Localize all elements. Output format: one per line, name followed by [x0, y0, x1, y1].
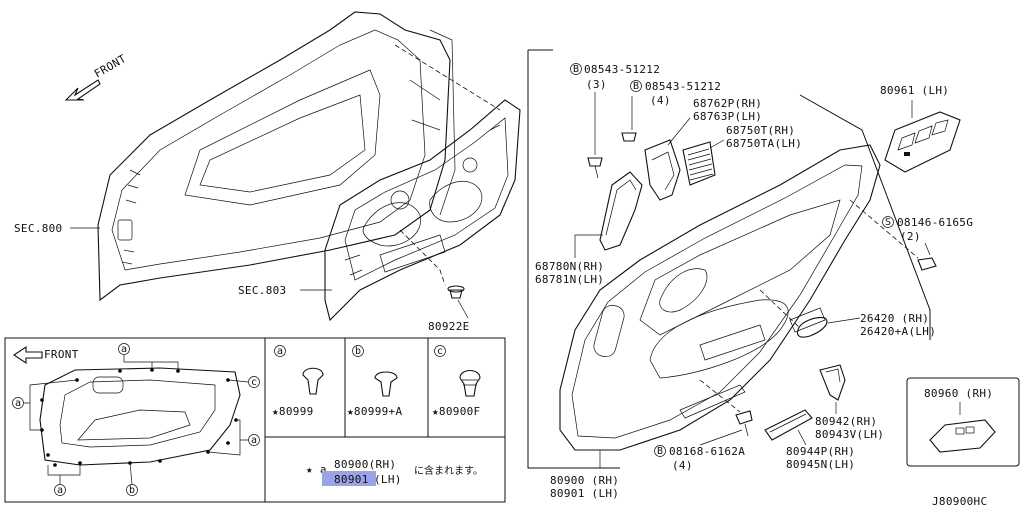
- note-line1: 80900(RH): [334, 458, 396, 471]
- door-trim-80900: [559, 144, 881, 451]
- part-80944P: 80944P(RH): [786, 445, 855, 458]
- switch-80961: [884, 111, 961, 173]
- door-shell: [97, 11, 456, 302]
- part-68780N: 68780N(RH): [535, 260, 604, 273]
- part-08146-qty: (2): [900, 230, 921, 243]
- inset-callouts: a c a a a b: [12, 343, 260, 496]
- screw-08146: [917, 257, 937, 271]
- inset-80960: 80960 (RH): [906, 377, 1020, 467]
- sec-800-label: SEC.800: [14, 222, 62, 235]
- front-label: FRONT: [92, 52, 129, 81]
- clip-b-cell: b ★80999+A: [347, 345, 402, 418]
- svg-text:a: a: [15, 398, 21, 409]
- finisher-80942: [819, 364, 846, 401]
- inset-front-label: FRONT: [44, 348, 79, 361]
- svg-text:a: a: [277, 346, 283, 357]
- grommet-80922E: [447, 285, 465, 299]
- part-80900: 80900 (RH): [550, 474, 619, 487]
- svg-text:a: a: [57, 485, 63, 496]
- note-highlight: [322, 471, 376, 486]
- part-26420: 26420 (RH): [860, 312, 929, 325]
- svg-text:B: B: [633, 81, 639, 92]
- grille-68750T: [682, 141, 716, 186]
- inset-front-arrow: FRONT: [13, 345, 79, 365]
- part-80945N: 80945N(LH): [786, 458, 855, 471]
- part-68763P: 68763P(LH): [693, 110, 762, 123]
- note-line2-highlight: 80901: [334, 473, 369, 486]
- part-08543-a: 08543-51212: [584, 63, 660, 76]
- svg-text:B: B: [657, 446, 663, 457]
- part-68750T: 68750T(RH): [726, 124, 795, 137]
- part-80942: 80942(RH): [815, 415, 877, 428]
- svg-text:b: b: [355, 346, 361, 357]
- sec-803-label: SEC.803: [238, 284, 286, 297]
- svg-text:c: c: [437, 346, 443, 357]
- group-bracket: [527, 49, 931, 469]
- part-08146: 08146-6165G: [897, 216, 973, 229]
- svg-text:a: a: [121, 344, 127, 355]
- inset-box: [4, 337, 506, 503]
- bracket-68762P: [644, 139, 681, 201]
- part-26420A: 26420+A(LH): [860, 325, 936, 338]
- part-80922E: 80922E: [428, 320, 470, 333]
- inset-door-trim: [39, 367, 241, 467]
- part-68762P: 68762P(RH): [693, 97, 762, 110]
- pad-26420: [796, 317, 828, 338]
- note-cell: ★ a 80900(RH) 80901 (LH) に含まれます。: [306, 458, 483, 486]
- bolt-08168: [735, 410, 753, 437]
- part-68781N: 68781N(LH): [535, 273, 604, 286]
- front-arrow: FRONT: [64, 52, 129, 101]
- strip-80944P: [764, 409, 813, 441]
- part-08543-a-qty: (3): [586, 78, 607, 91]
- note-line2-suffix: (LH): [374, 473, 402, 486]
- part-08543-b: 08543-51212: [645, 80, 721, 93]
- svg-text:B: B: [573, 64, 579, 75]
- svg-text:b: b: [129, 485, 135, 496]
- part-08543-b-qty: (4): [650, 94, 671, 107]
- part-08168: 08168-6162A: [669, 445, 745, 458]
- clip-a-part: ★80999: [272, 405, 314, 418]
- part-80961: 80961 (LH): [880, 84, 949, 97]
- clip-c-part: ★80900F: [432, 405, 480, 418]
- diagram-id: J80900HC: [932, 495, 987, 508]
- finisher-68780N: [599, 171, 643, 251]
- part-80943V: 80943V(LH): [815, 428, 884, 441]
- circle-S: S: [885, 217, 891, 228]
- inner-panel: [324, 99, 521, 322]
- clip-b-part: ★80999+A: [347, 405, 402, 418]
- part-80960: 80960 (RH): [924, 387, 993, 400]
- note-star-a: ★ a: [306, 463, 327, 476]
- bolt-08543-b: B 08543-51212 (4): [621, 80, 721, 142]
- clip-a-cell: a ★80999: [272, 345, 324, 418]
- part-80901: 80901 (LH): [550, 487, 619, 500]
- part-68750TA: 68750TA(LH): [726, 137, 802, 150]
- svg-text:a: a: [251, 435, 257, 446]
- part-08168-qty: (4): [672, 459, 693, 472]
- svg-text:c: c: [251, 377, 257, 388]
- clip-c-cell: c ★80900F: [432, 345, 481, 418]
- bolt-08543-a: B 08543-51212 (3): [570, 63, 660, 179]
- note-japanese: に含まれます。: [414, 464, 483, 477]
